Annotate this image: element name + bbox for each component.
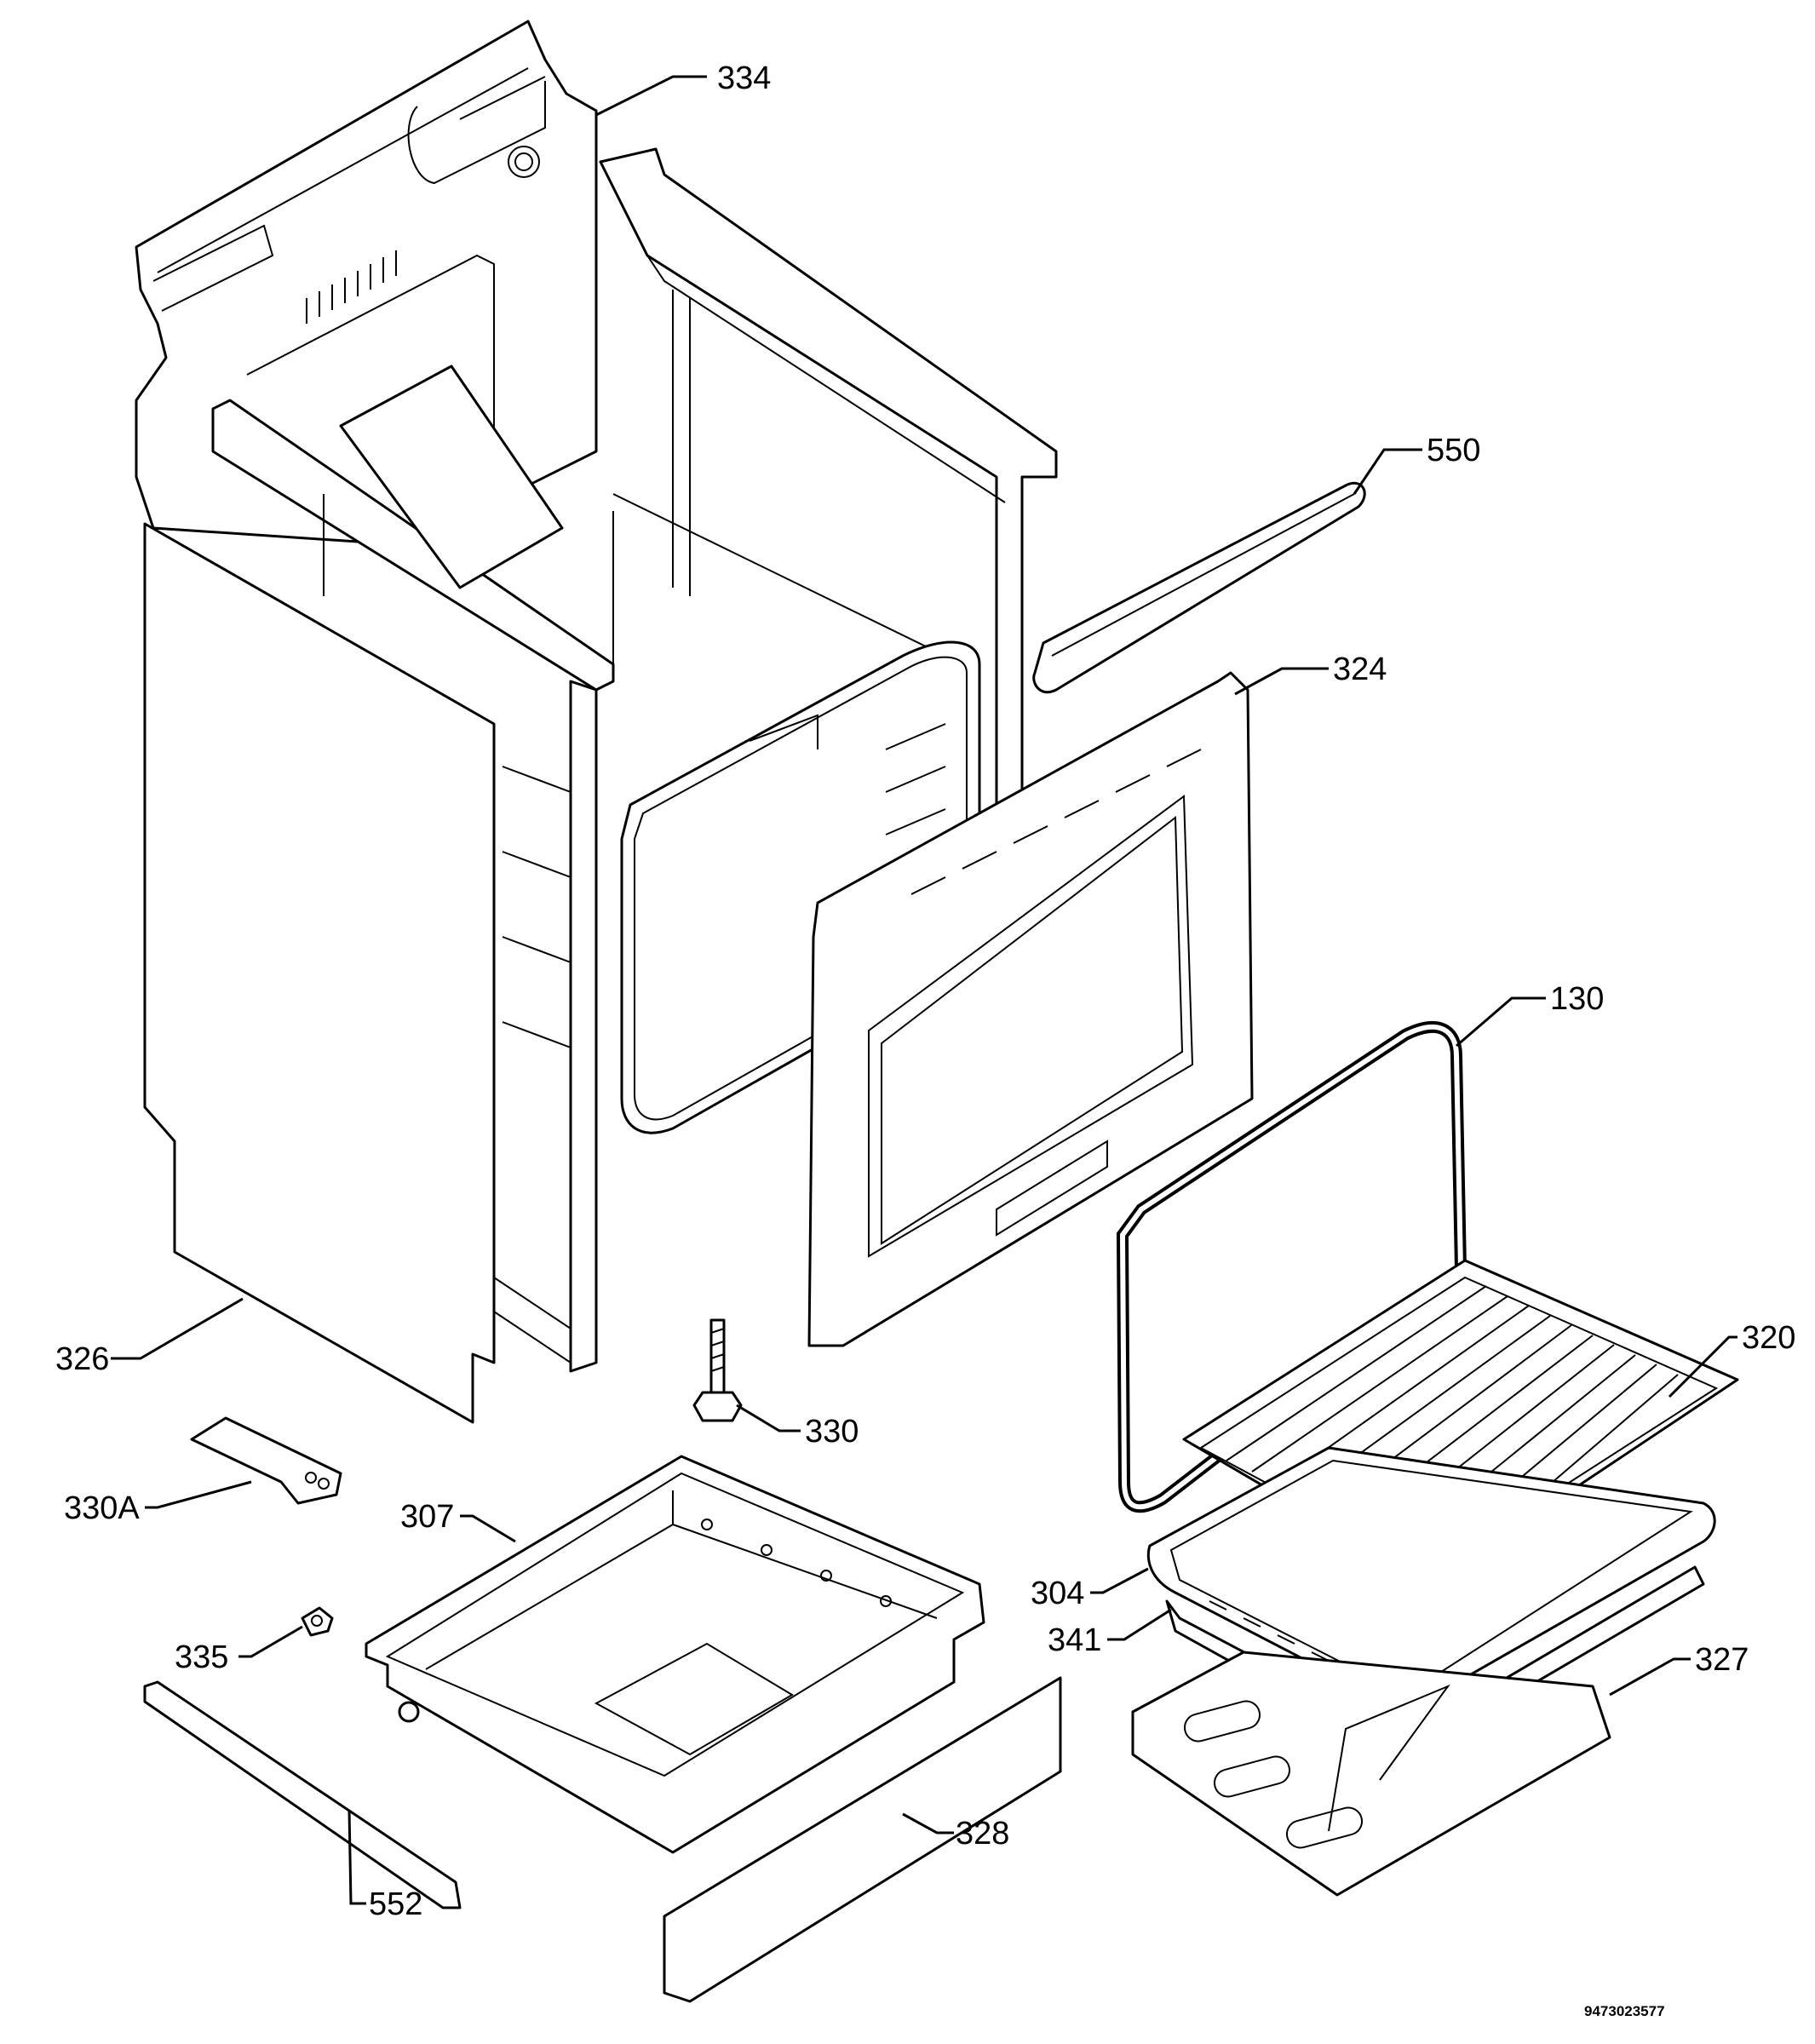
label-552: 552 [369,1886,422,1922]
leader-lines [111,75,1737,1905]
label-341: 341 [1048,1622,1101,1658]
part-304-baking-tray [1146,1446,1716,1714]
label-328: 328 [956,1816,1009,1852]
label-330a: 330A [64,1490,140,1526]
label-307: 307 [400,1499,454,1535]
part-552-rod [143,1680,462,1909]
label-320: 320 [1742,1320,1795,1356]
diagram-code: 9473023577 [1584,2003,1665,2019]
label-330: 330 [805,1414,859,1450]
part-326-side-panel [143,522,496,1424]
part-330a-bracket [190,1416,342,1505]
part-307-storage-drawer [365,1455,985,1854]
label-304: 304 [1031,1576,1084,1611]
part-labels: 334 550 324 130 320 326 330 330A 307 304… [55,60,1795,2019]
label-326: 326 [55,1341,109,1377]
part-334-back-panel [135,20,598,547]
part-324-front-frame [807,671,1254,1347]
part-335-screw [301,1606,334,1637]
label-130: 130 [1550,981,1604,1017]
part-550-rail [1032,481,1366,693]
label-334: 334 [717,60,771,96]
label-324: 324 [1333,652,1387,687]
part-328-drawer-front [663,1676,1062,2003]
label-550: 550 [1427,433,1480,468]
label-327: 327 [1695,1642,1749,1678]
label-335: 335 [175,1639,228,1675]
part-327-bottom-plate [1131,1651,1611,1897]
oven-frame [211,147,1058,1373]
part-330-bolt [692,1318,743,1422]
